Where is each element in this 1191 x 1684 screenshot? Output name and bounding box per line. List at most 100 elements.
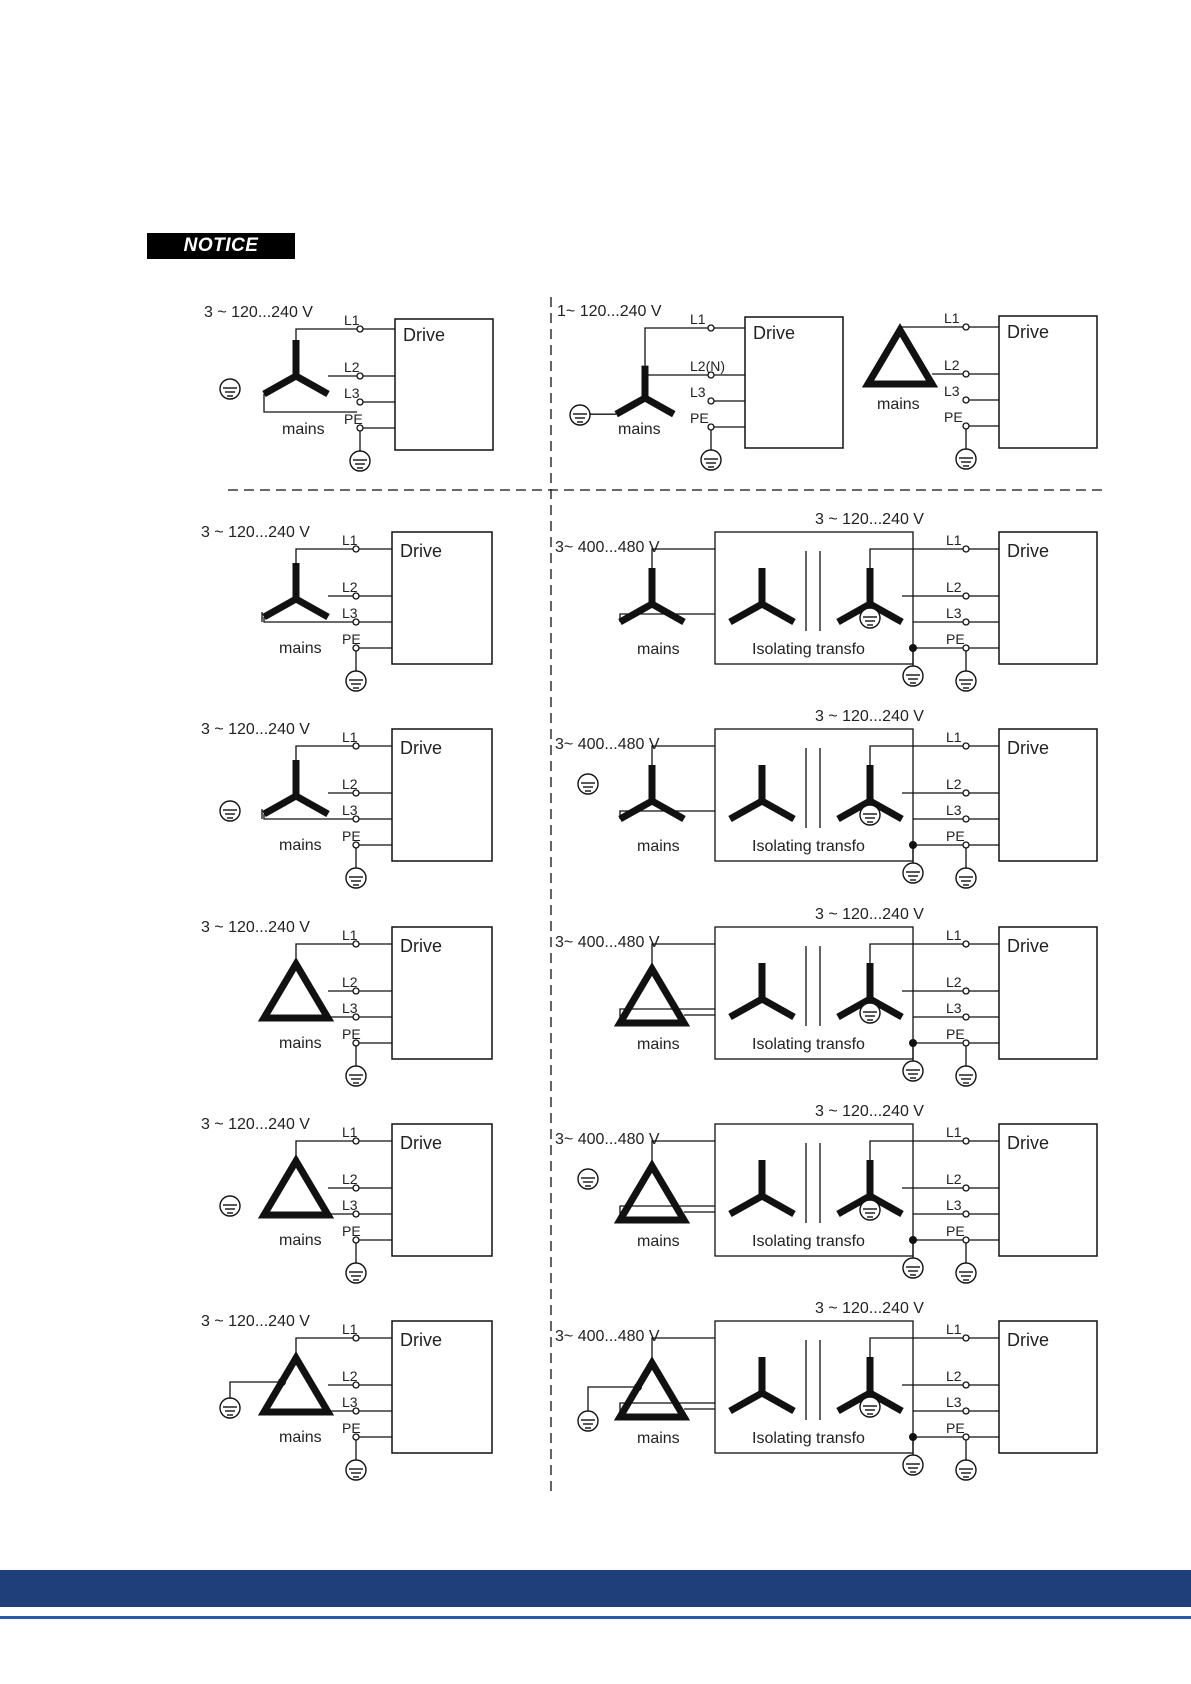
ground-icon (955, 1459, 977, 1481)
terminal-label: L3 (342, 605, 358, 621)
drive-box (998, 1123, 1098, 1257)
voltage-label: 3 ~ 120...240 V (204, 304, 313, 321)
wye-winding-icon (262, 792, 298, 818)
wye-winding-icon (760, 1389, 796, 1415)
terminal-label: L3 (946, 605, 962, 621)
terminal-label: L2 (946, 1368, 962, 1384)
wire (869, 548, 913, 568)
terminal-dot (962, 742, 970, 750)
drive-box (998, 926, 1098, 1060)
terminal-dot (962, 1184, 970, 1192)
ground-icon (700, 449, 722, 471)
terminal-label: PE (342, 828, 361, 844)
wire (295, 1140, 353, 1161)
drive-label: Drive (753, 323, 795, 343)
ground-icon (955, 867, 977, 889)
terminal-dot (962, 1210, 970, 1218)
terminal-label: L2 (342, 1368, 358, 1384)
drive-label: Drive (1007, 541, 1049, 561)
voltage-label: 3~ 400...480 V (555, 1131, 660, 1148)
terminal-label: L1 (344, 312, 360, 328)
wye-winding-icon (643, 394, 676, 418)
ground-icon (955, 448, 977, 470)
wire (263, 1410, 353, 1412)
ground-icon (345, 1262, 367, 1284)
terminal-label: L1 (342, 927, 358, 943)
voltage-label: 3 ~ 120...240 V (201, 1116, 310, 1133)
terminal-dot (962, 1137, 970, 1145)
wye-winding-icon (728, 600, 764, 626)
terminal-label: L1 (946, 729, 962, 745)
ground-icon (345, 1065, 367, 1087)
terminal-label: L1 (342, 729, 358, 745)
terminal-dot (352, 1236, 360, 1244)
delta-winding-icon (613, 962, 691, 1027)
terminal-dot (352, 841, 360, 849)
mains-label: mains (637, 641, 680, 658)
drive-label: Drive (1007, 1133, 1049, 1153)
ground-icon (219, 1195, 241, 1217)
wye-winding-icon (868, 797, 904, 823)
wire (619, 1402, 715, 1417)
terminal-label: L3 (342, 1000, 358, 1016)
wire (619, 810, 715, 819)
terminal-dot (352, 1381, 360, 1389)
ground-icon (955, 1262, 977, 1284)
terminal-dot (352, 987, 360, 995)
terminal-label: L2 (944, 357, 960, 373)
ground-icon (577, 773, 599, 795)
terminal-label: PE (946, 1223, 965, 1239)
terminal-dot (962, 1334, 970, 1342)
ground-icon (859, 607, 881, 629)
drive-label: Drive (403, 325, 445, 345)
mains-label: mains (279, 837, 322, 854)
terminal-dot (962, 841, 970, 849)
mains-label: mains (637, 838, 680, 855)
ground-icon (345, 670, 367, 692)
wire (295, 328, 357, 340)
voltage-label: 3~ 400...480 V (555, 539, 660, 556)
ground-icon (345, 867, 367, 889)
wye-winding-icon (836, 797, 872, 823)
terminal-dot (962, 1013, 970, 1021)
delta-winding-icon (257, 1351, 335, 1416)
ground-icon (902, 1060, 924, 1082)
drive-label: Drive (400, 541, 442, 561)
delta-winding-icon (613, 1159, 691, 1224)
terminal-dot (707, 371, 715, 379)
terminal-label: PE (342, 631, 361, 647)
terminal-label: L2 (946, 579, 962, 595)
drive-box (391, 531, 493, 665)
ground-icon (955, 1065, 977, 1087)
terminal-dot (356, 424, 364, 432)
terminal-label: L3 (342, 1394, 358, 1410)
terminal-label: L1 (944, 310, 960, 326)
terminal-label: L1 (946, 532, 962, 548)
delta-winding-icon (613, 1356, 691, 1421)
voltage-label: 1~ 120...240 V (557, 303, 662, 320)
wire (263, 814, 353, 820)
wire (869, 1140, 913, 1160)
wire (619, 1008, 715, 1023)
terminal-dot (962, 644, 970, 652)
ground-icon (902, 665, 924, 687)
voltage-label: 3 ~ 120...240 V (815, 1300, 924, 1317)
voltage-label: 3~ 400...480 V (555, 934, 660, 951)
mains-label: mains (637, 1430, 680, 1447)
voltage-label: 3 ~ 120...240 V (201, 721, 310, 738)
terminal-dot (352, 1407, 360, 1415)
terminal-label: L2 (344, 359, 360, 375)
drive-box (998, 1320, 1098, 1454)
terminal-label: PE (946, 828, 965, 844)
wye-winding-icon (868, 995, 904, 1021)
terminal-label: L3 (342, 802, 358, 818)
transformer-label: Isolating transfo (752, 1036, 865, 1053)
wire (295, 1337, 353, 1358)
transformer-label: Isolating transfo (752, 838, 865, 855)
wire (644, 327, 708, 366)
terminal-dot (962, 370, 970, 378)
ground-icon (902, 1257, 924, 1279)
drive-label: Drive (1007, 1330, 1049, 1350)
ground-icon (859, 804, 881, 826)
